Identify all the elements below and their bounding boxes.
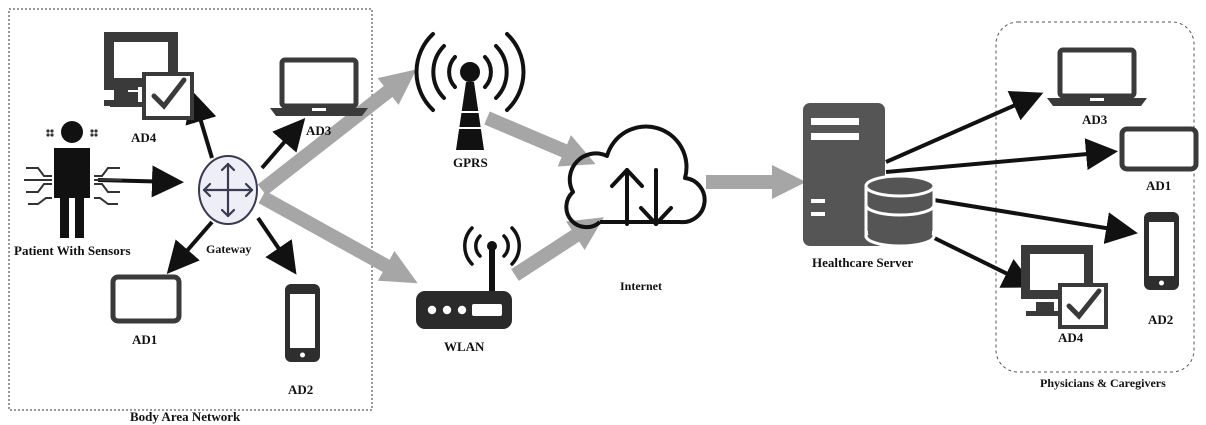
ban-ad4-monitor-icon [104, 32, 194, 120]
ban-ad1-tablet-icon [110, 274, 182, 324]
ban-ad3-laptop-icon [270, 57, 368, 116]
physicians-caregivers-label: Physicians & Caregivers [1040, 376, 1166, 390]
pc-ad4-label: AD4 [1058, 330, 1084, 345]
pc-ad3-label: AD3 [1082, 112, 1108, 127]
internet-cloud-icon [564, 124, 707, 230]
body-area-network-boundary [8, 8, 373, 411]
gateway-label: Gateway [206, 242, 252, 256]
gprs-tower-icon [414, 32, 526, 150]
pc-ad3-laptop-icon [1047, 47, 1147, 106]
pc-ad1-tablet-icon [1119, 126, 1199, 172]
wlan-label: WLAN [444, 339, 485, 354]
black-arrows [97, 90, 1138, 288]
internet-label: Internet [620, 279, 662, 293]
ban-ad4-label: AD4 [131, 130, 157, 145]
gprs-label: GPRS [453, 155, 488, 170]
ban-ad2-label: AD2 [288, 382, 314, 397]
ban-ad2-phone-icon [285, 284, 320, 362]
pc-ad1-label: AD1 [1146, 178, 1172, 193]
healthcare-server-label: Healthcare Server [812, 255, 914, 270]
patient-label: Patient With Sensors [14, 243, 131, 258]
ban-ad1-label: AD1 [132, 332, 158, 347]
physicians-caregivers-boundary [995, 21, 1195, 373]
healthcare-server-icon [803, 103, 936, 248]
gray-arrows [257, 69, 806, 284]
pc-ad2-label: AD2 [1148, 312, 1174, 327]
body-area-network-label: Body Area Network [130, 409, 241, 424]
patient-with-sensors-icon [24, 121, 122, 238]
wlan-router-icon [416, 226, 521, 329]
pc-ad2-phone-icon [1144, 212, 1179, 290]
pc-ad4-monitor-icon [1021, 245, 1108, 329]
ban-ad3-label: AD3 [306, 123, 332, 138]
gateway-icon [198, 155, 258, 225]
